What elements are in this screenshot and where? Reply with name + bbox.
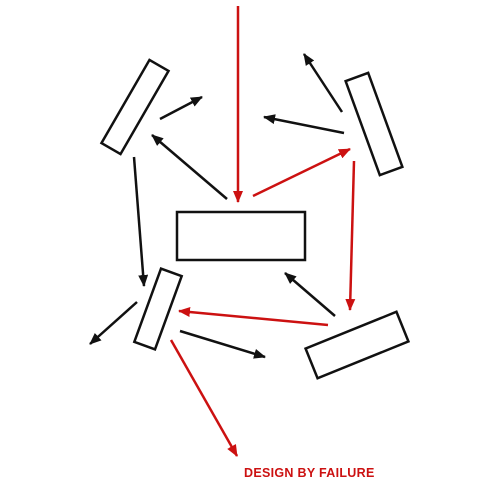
top-right-to-bottom-right-arrow [345, 160, 356, 311]
top-left-outgoing-arrow [159, 95, 203, 121]
bottom-left-outgoing-arrow [169, 339, 239, 457]
center-to-top-left-arrow [151, 134, 228, 200]
top-right-block [344, 71, 404, 177]
bottom-right-to-center-arrow [284, 272, 336, 317]
bottom-left-left-arrow [89, 301, 138, 345]
top-left-to-bottom-left-arrow [132, 156, 149, 287]
top-right-up-arrow [302, 53, 344, 113]
top-left-block [99, 58, 171, 156]
center-block [175, 210, 307, 262]
top-right-left-arrow [263, 114, 345, 135]
red-arrow-group [169, 6, 356, 457]
bottom-right-block [303, 310, 411, 380]
bottom-right-to-bottom-left-arrow [178, 307, 329, 327]
bottom-left-block [132, 266, 184, 352]
bottom-left-right-arrow [179, 329, 266, 359]
black-arrow-group [89, 53, 345, 359]
block-group [99, 58, 411, 380]
caption-text: DESIGN BY FAILURE [244, 466, 375, 480]
center-to-top-right-arrow [252, 147, 351, 198]
